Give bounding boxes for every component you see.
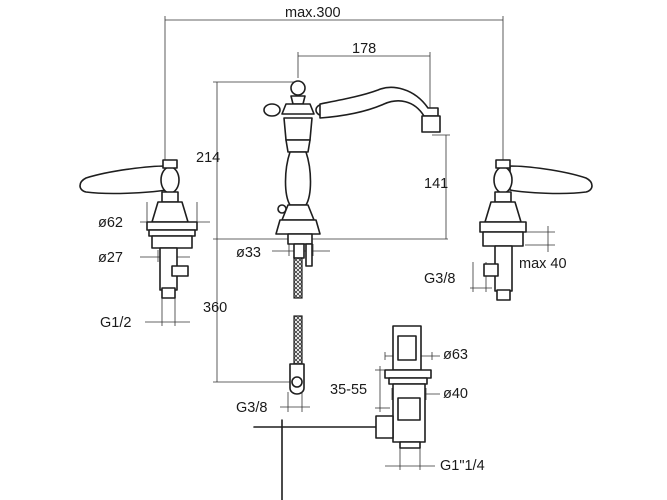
label-handle-connection: G1/2: [100, 315, 131, 331]
right-valve: [479, 159, 593, 301]
label-shank-length: 360: [203, 300, 227, 316]
label-spout-outlet-height: 141: [424, 176, 448, 192]
label-waste-connection: G1"1/4: [440, 458, 485, 474]
label-overall-width: max.300: [285, 5, 341, 21]
label-handle-body-diameter: ø27: [98, 250, 123, 266]
label-waste-plug-diameter: ø63: [443, 347, 468, 363]
label-valve-connection: G3/8: [424, 271, 455, 287]
label-handle-base-diameter: ø62: [98, 215, 123, 231]
label-spout-hole-diameter: ø33: [236, 245, 261, 261]
label-waste-deck-range: 35-55: [330, 382, 367, 398]
spout: [263, 80, 441, 395]
dimension-labels: max.300 178 214 141 ø62 ø27 G1/2 ø33 360…: [98, 5, 567, 474]
left-valve: [79, 159, 198, 299]
label-spout-reach: 178: [352, 41, 376, 57]
label-max-deck-thickness: max 40: [519, 256, 567, 272]
pop-up-waste: [253, 325, 432, 500]
label-spout-connection: G3/8: [236, 400, 267, 416]
label-spout-height: 214: [196, 150, 220, 166]
label-waste-body-diameter: ø40: [443, 386, 468, 402]
